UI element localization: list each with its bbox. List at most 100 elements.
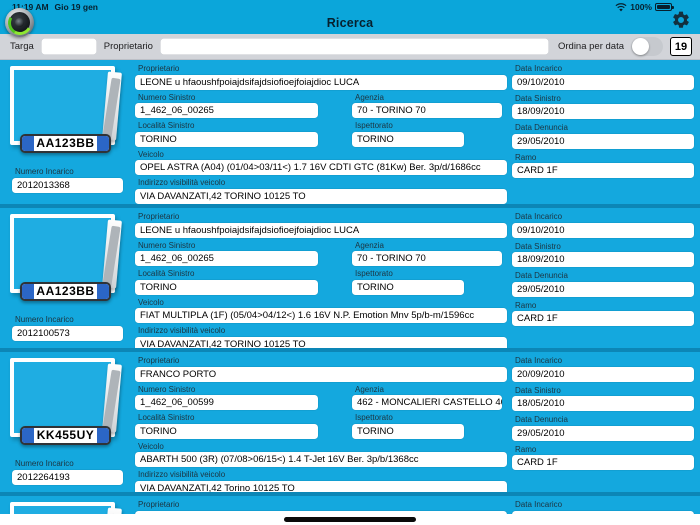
targa-label: Targa [10,41,34,52]
data-incarico-value: 20/09/2010 [512,366,694,382]
results-list: AA123BB Numero Incarico 2012013368 Propr… [0,60,700,525]
ramo-label: Ramo [515,444,537,454]
plate-number: AA123BB [36,284,95,298]
data-sinistro-label: Data Sinistro [515,241,561,251]
ispettorato-label: Ispettorato [355,413,393,422]
proprietario-input[interactable] [159,38,549,55]
ramo-value: CARD 1F [512,455,694,470]
proprietario-label: Proprietario [103,41,153,52]
veicolo-label: Veicolo [138,149,164,159]
data-incarico-label: Data Incarico [515,212,563,221]
plate-blue-band [97,136,109,151]
agenzia-label: Agenzia [355,92,384,102]
data-sinistro-value: 18/05/2010 [512,396,694,411]
localita-sinistro-label: Località Sinistro [138,413,195,422]
status-bar: 11:19 AM Gio 19 gen 100% [0,0,700,13]
battery-icon [655,3,674,11]
agenzia-value: 70 - TORINO 70 [352,251,502,266]
numero-incarico-value: 2012264193 [12,469,123,485]
ramo-value: CARD 1F [512,311,694,326]
battery-percent: 100% [630,2,652,12]
card-middle-column: Proprietario LEONE u hfaoushfpoiajdsifaj… [135,63,507,204]
sort-by-date-toggle[interactable] [631,37,663,56]
veicolo-label: Veicolo [138,297,164,307]
numero-incarico-value: 2012013368 [12,177,123,193]
localita-sinistro-label: Località Sinistro [138,269,195,278]
status-date: Gio 19 gen [54,2,99,12]
home-indicator[interactable] [284,517,416,522]
data-incarico-label: Data Incarico [515,356,563,365]
localita-sinistro-label: Località Sinistro [138,121,195,130]
status-time: 11:19 AM [12,2,49,12]
numero-incarico-label: Numero Incarico [15,167,74,176]
indirizzo-label: Indirizzo visibilità veicolo [138,326,226,335]
sort-by-date-label: Ordina per data [557,41,624,52]
localita-sinistro-value: TORINO [135,423,318,439]
ramo-label: Ramo [515,152,537,162]
license-plate: KK455UY [20,426,111,445]
targa-input[interactable] [40,38,97,55]
data-denuncia-value: 29/05/2010 [512,133,694,149]
result-count-badge[interactable]: 19 [670,37,692,56]
data-denuncia-value: 29/05/2010 [512,281,694,297]
veicolo-label: Veicolo [138,441,164,451]
plate-blue-band [97,428,109,443]
ispettorato-label: Ispettorato [355,269,393,278]
card-right-column: Data Incarico 09/10/2010 Data Sinistro 1… [512,63,694,204]
data-incarico-value: 09/10/2010 [512,222,694,238]
license-plate: AA123BB [20,282,111,301]
indirizzo-label: Indirizzo visibilità veicolo [138,470,226,479]
ispettorato-label: Ispettorato [355,121,393,130]
proprietario-label: Proprietario [138,356,180,365]
card-middle-column: Proprietario LEONE u hfaoushfpoiajdsifaj… [135,211,507,352]
veicolo-value: FIAT MULTIPLA (1F) (05/04>04/12<) 1.6 16… [135,308,507,323]
proprietario-label: Proprietario [138,212,180,221]
ispettorato-value: TORINO [352,423,464,439]
veicolo-value: OPEL ASTRA (A04) (01/04>03/11<) 1.7 16V … [135,160,507,175]
plate-number: AA123BB [36,136,95,150]
data-incarico-label: Data Incarico [515,64,563,73]
numero-sinistro-label: Numero Sinistro [138,92,196,102]
ramo-value: CARD 1F [512,163,694,178]
proprietario-value: LEONE u hfaoushfpoiajdsifajdsiofioejfoia… [135,222,507,238]
localita-sinistro-value: TORINO [135,131,318,147]
claim-card[interactable]: KK455UY Numero Incarico 2012264193 Propr… [0,348,700,496]
data-denuncia-value: 29/05/2010 [512,425,694,441]
data-sinistro-label: Data Sinistro [515,93,561,103]
claim-card[interactable]: AA123BB Numero Incarico 2012013368 Propr… [0,60,700,204]
agenzia-value: 462 - MONCALIERI CASTELLO 462 [352,395,502,410]
indirizzo-value: VIA DAVANZATI,42 Torino 10125 TO [135,480,507,496]
ispettorato-value: TORINO [352,131,464,147]
localita-sinistro-value: TORINO [135,279,318,295]
agenzia-value: 70 - TORINO 70 [352,103,502,118]
status-indicators: 100% [615,2,674,12]
veicolo-value: ABARTH 500 (3R) (07/08>06/15<) 1.4 T-Jet… [135,452,507,467]
numero-sinistro-label: Numero Sinistro [138,240,196,250]
wifi-icon [615,2,627,11]
ispettorato-value: TORINO [352,279,464,295]
app-logo-icon [4,7,35,38]
status-time-date: 11:19 AM Gio 19 gen [12,2,104,12]
proprietario-label: Proprietario [138,64,180,73]
nav-bar: Ricerca [0,13,700,32]
indirizzo-value: VIA DAVANZATI,42 TORINO 10125 TO [135,336,507,352]
card-left-column: AA123BB Numero Incarico 2012100573 [0,211,135,348]
numero-sinistro-value: 1_462_06_00599 [135,395,318,410]
agenzia-label: Agenzia [355,384,384,394]
license-plate: AA123BB [20,134,111,153]
data-denuncia-label: Data Denuncia [515,271,568,280]
settings-gear-icon[interactable] [671,10,691,30]
card-right-column: Data Incarico 20/09/2010 Data Sinistro 1… [512,355,694,492]
card-left-column: KK455UY Numero Incarico 2012264193 [0,355,135,492]
card-right-column: Data Incarico 09/10/2010 Data Sinistro 1… [512,211,694,348]
vehicle-photo-placeholder[interactable] [10,358,115,437]
bottom-safe-area [0,514,700,525]
data-sinistro-value: 18/09/2010 [512,104,694,119]
card-middle-column: Proprietario FRANCO PORTO Numero Sinistr… [135,355,507,496]
plate-number: KK455UY [36,428,95,442]
numero-incarico-value: 2012100573 [12,325,123,341]
plate-blue-band [22,284,34,299]
proprietario-value: LEONE u hfaoushfpoiajdsifajdsiofioejfoia… [135,74,507,90]
claim-card[interactable]: AA123BB Numero Incarico 2012100573 Propr… [0,204,700,352]
